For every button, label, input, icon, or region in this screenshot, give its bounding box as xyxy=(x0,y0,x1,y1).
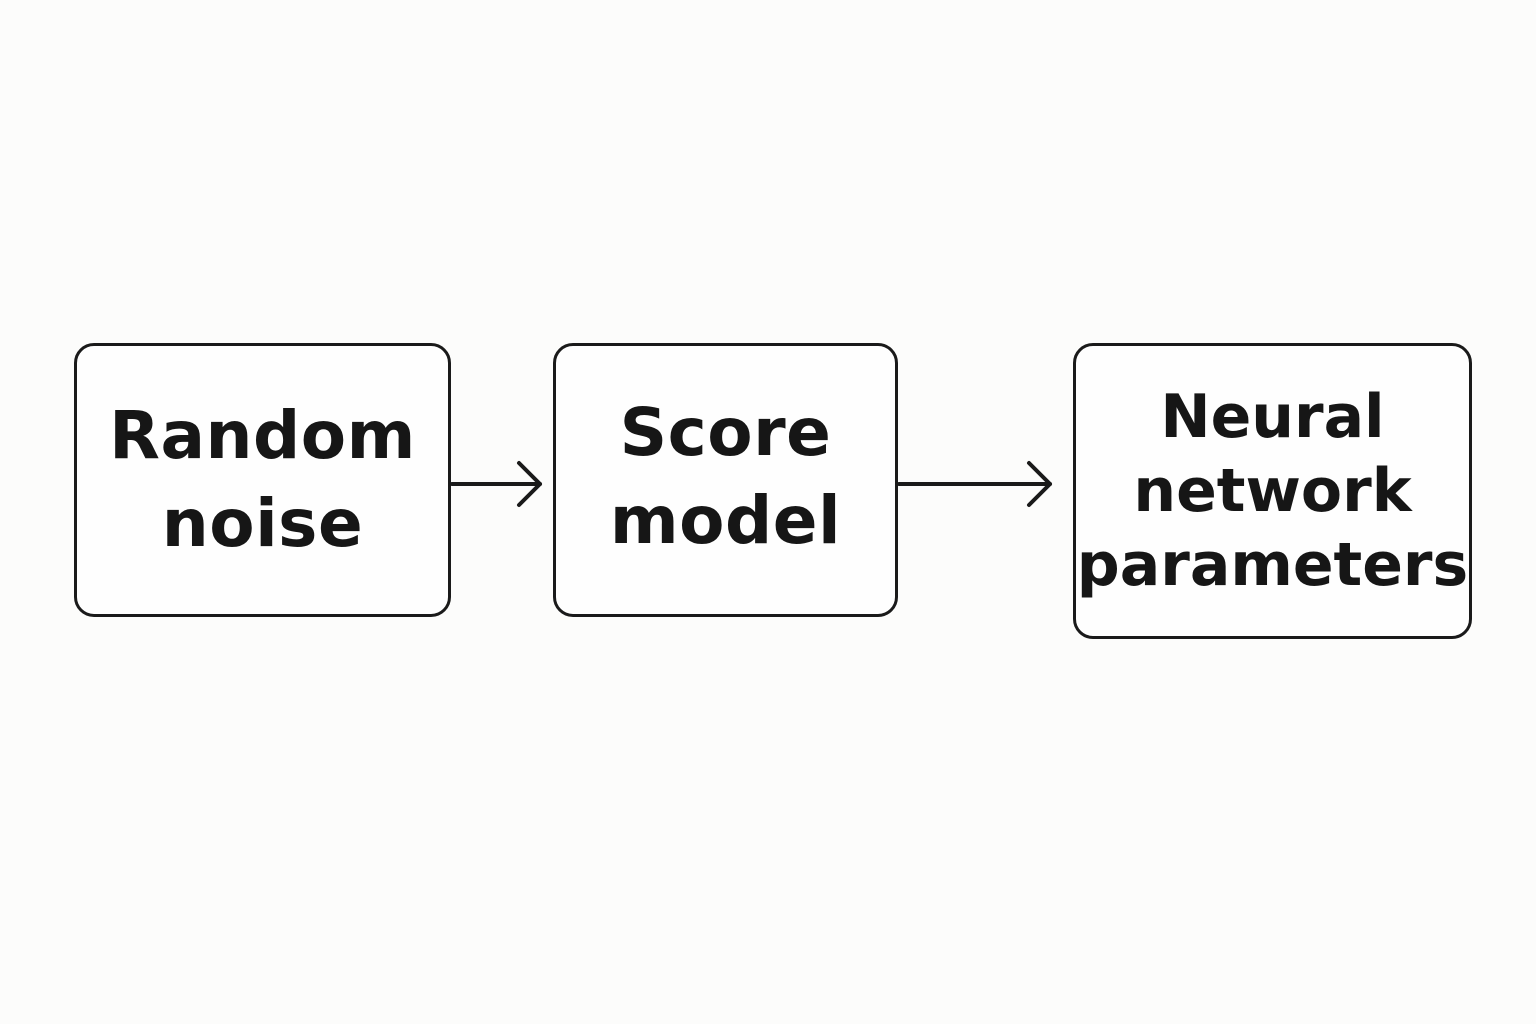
arrow-score-model-to-neural-params xyxy=(897,461,1052,507)
score-model-label: Score model xyxy=(609,394,842,559)
score-model-box: Score model xyxy=(553,343,898,617)
neural-network-parameters-box: Neural network parameters xyxy=(1073,343,1472,639)
random-noise-label: Random noise xyxy=(109,397,416,562)
arrow-head-icon xyxy=(517,461,542,507)
arrow-random-noise-to-score-model xyxy=(450,461,542,507)
neural-network-parameters-label: Neural network parameters xyxy=(1076,382,1469,600)
random-noise-box: Random noise xyxy=(74,343,451,617)
arrow-head-icon xyxy=(1027,461,1052,507)
